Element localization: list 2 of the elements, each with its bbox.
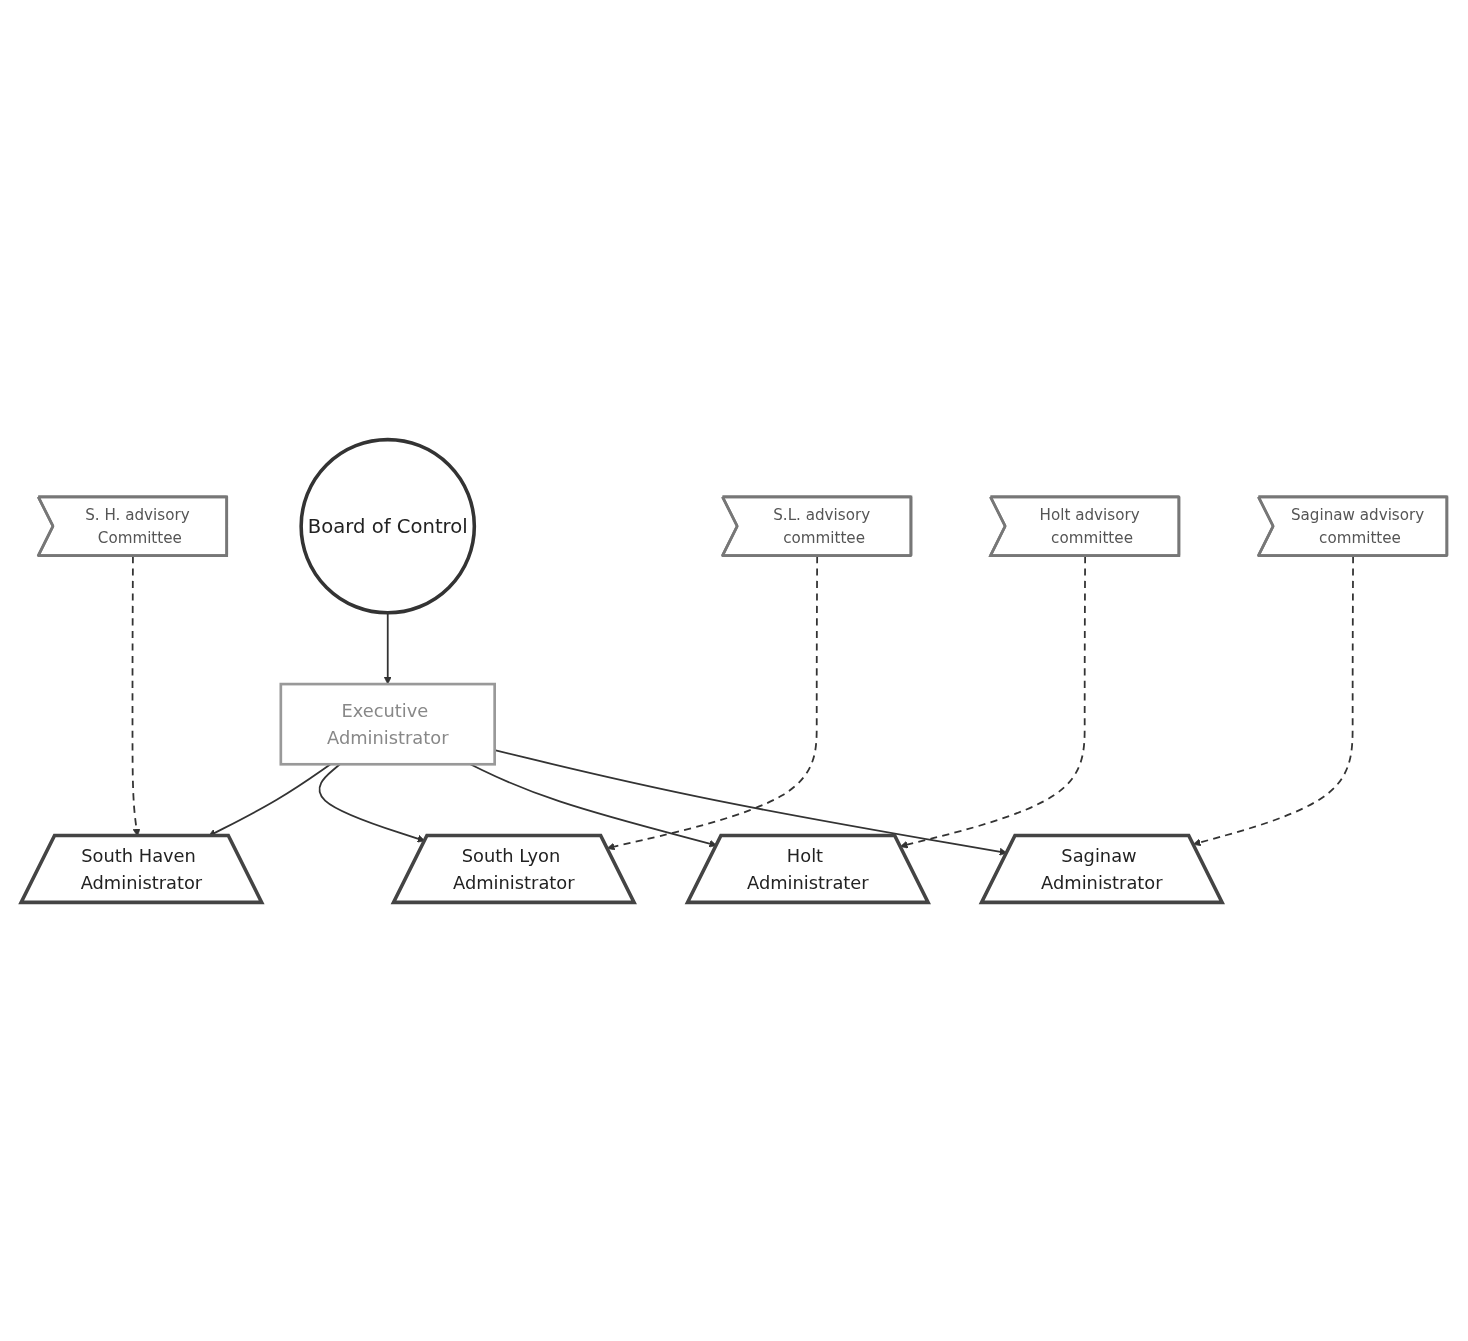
node-circle: Board of Control — [299, 437, 477, 615]
node-box: Executive Administrator — [279, 682, 496, 766]
